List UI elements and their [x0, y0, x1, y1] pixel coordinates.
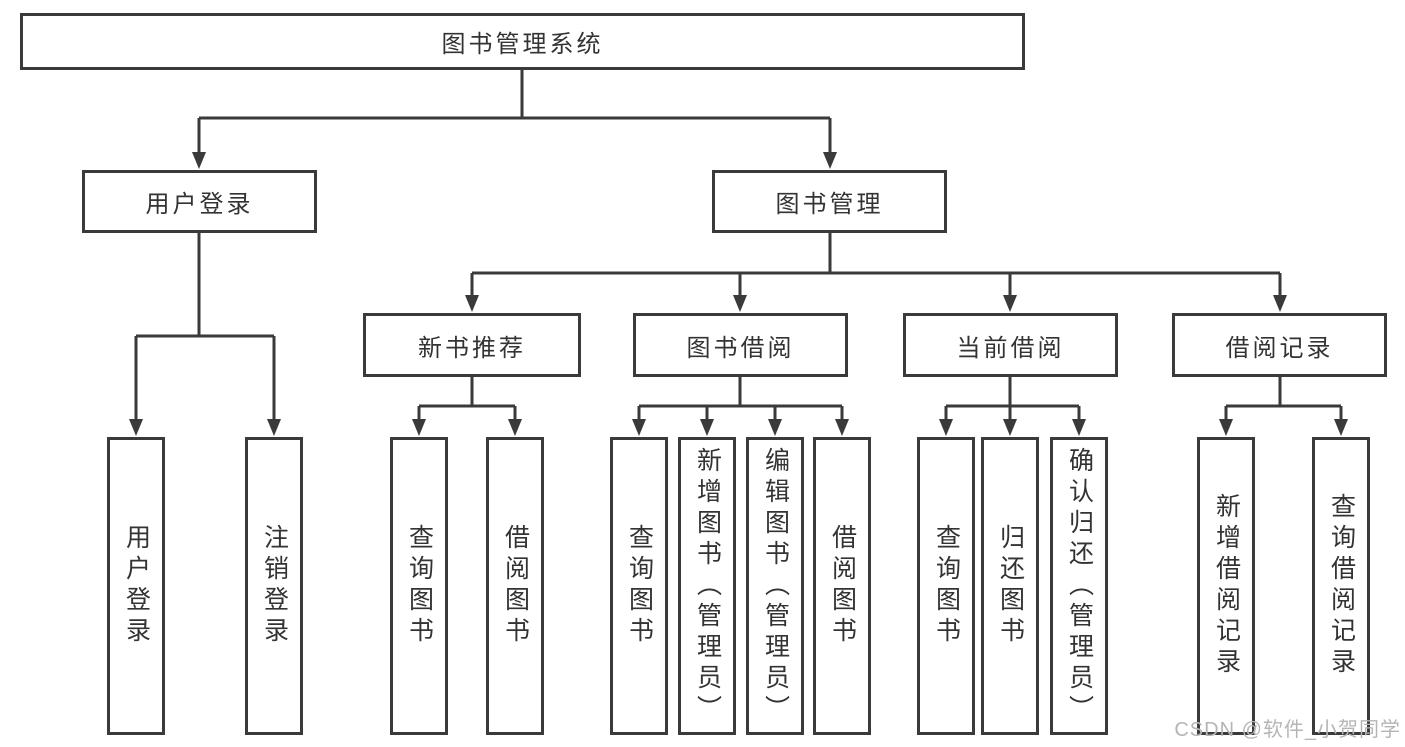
- leaf-records-add-record: 新增借阅记录: [1197, 437, 1255, 735]
- connector-book-management-subtree: [465, 231, 1287, 312]
- leaf-records-query-record: 查询借阅记录: [1312, 437, 1370, 735]
- leaf-label: 用户登录: [122, 524, 151, 648]
- leaf-current-return-book: 归还图书: [981, 437, 1039, 735]
- leaf-label: 新增借阅记录: [1212, 493, 1241, 679]
- leaf-label: 归还图书: [996, 524, 1025, 648]
- leaf-label: 查询图书: [405, 524, 434, 648]
- leaf-borrow-query-book: 查询图书: [610, 437, 668, 735]
- node-new-book-recommend: 新书推荐: [363, 313, 581, 377]
- connector-root-to-level2: [192, 68, 837, 169]
- connector-current-borrow-subtree: [939, 375, 1086, 436]
- leaf-label: 新增图书（管理员）: [693, 446, 722, 726]
- leaf-label: 查询图书: [625, 524, 654, 648]
- leaf-newbook-query-book: 查询图书: [390, 437, 448, 735]
- leaf-current-confirm-return-admin: 确认归还（管理员）: [1050, 437, 1108, 735]
- leaf-borrow-add-book-admin: 新增图书（管理员）: [678, 437, 736, 735]
- connector-user-login-subtree: [129, 231, 281, 436]
- node-borrow-records: 借阅记录: [1172, 313, 1387, 377]
- connector-borrow-records-subtree: [1219, 375, 1348, 436]
- leaf-label: 借阅图书: [501, 524, 530, 648]
- node-current-borrow: 当前借阅: [903, 313, 1118, 377]
- connector-book-borrow-subtree: [632, 375, 849, 436]
- leaf-label: 查询借阅记录: [1327, 493, 1356, 679]
- leaf-label: 注销登录: [260, 524, 289, 648]
- leaf-label: 查询图书: [932, 524, 961, 648]
- connector-new-book-subtree: [412, 375, 522, 436]
- node-root-system: 图书管理系统: [20, 13, 1025, 70]
- leaf-label: 编辑图书（管理员）: [761, 446, 790, 726]
- leaf-logout: 注销登录: [245, 437, 303, 735]
- leaf-newbook-borrow-book: 借阅图书: [486, 437, 544, 735]
- leaf-borrow-edit-book-admin: 编辑图书（管理员）: [746, 437, 804, 735]
- node-user-login: 用户登录: [82, 170, 317, 233]
- leaf-label: 确认归还（管理员）: [1065, 446, 1094, 726]
- node-book-management: 图书管理: [712, 170, 947, 233]
- leaf-user-login: 用户登录: [107, 437, 165, 735]
- leaf-current-query-book: 查询图书: [917, 437, 975, 735]
- leaf-label: 借阅图书: [828, 524, 857, 648]
- leaf-borrow-borrow-book: 借阅图书: [813, 437, 871, 735]
- csdn-watermark: CSDN @软件_小贺同学: [1174, 719, 1401, 741]
- node-book-borrow: 图书借阅: [633, 313, 848, 377]
